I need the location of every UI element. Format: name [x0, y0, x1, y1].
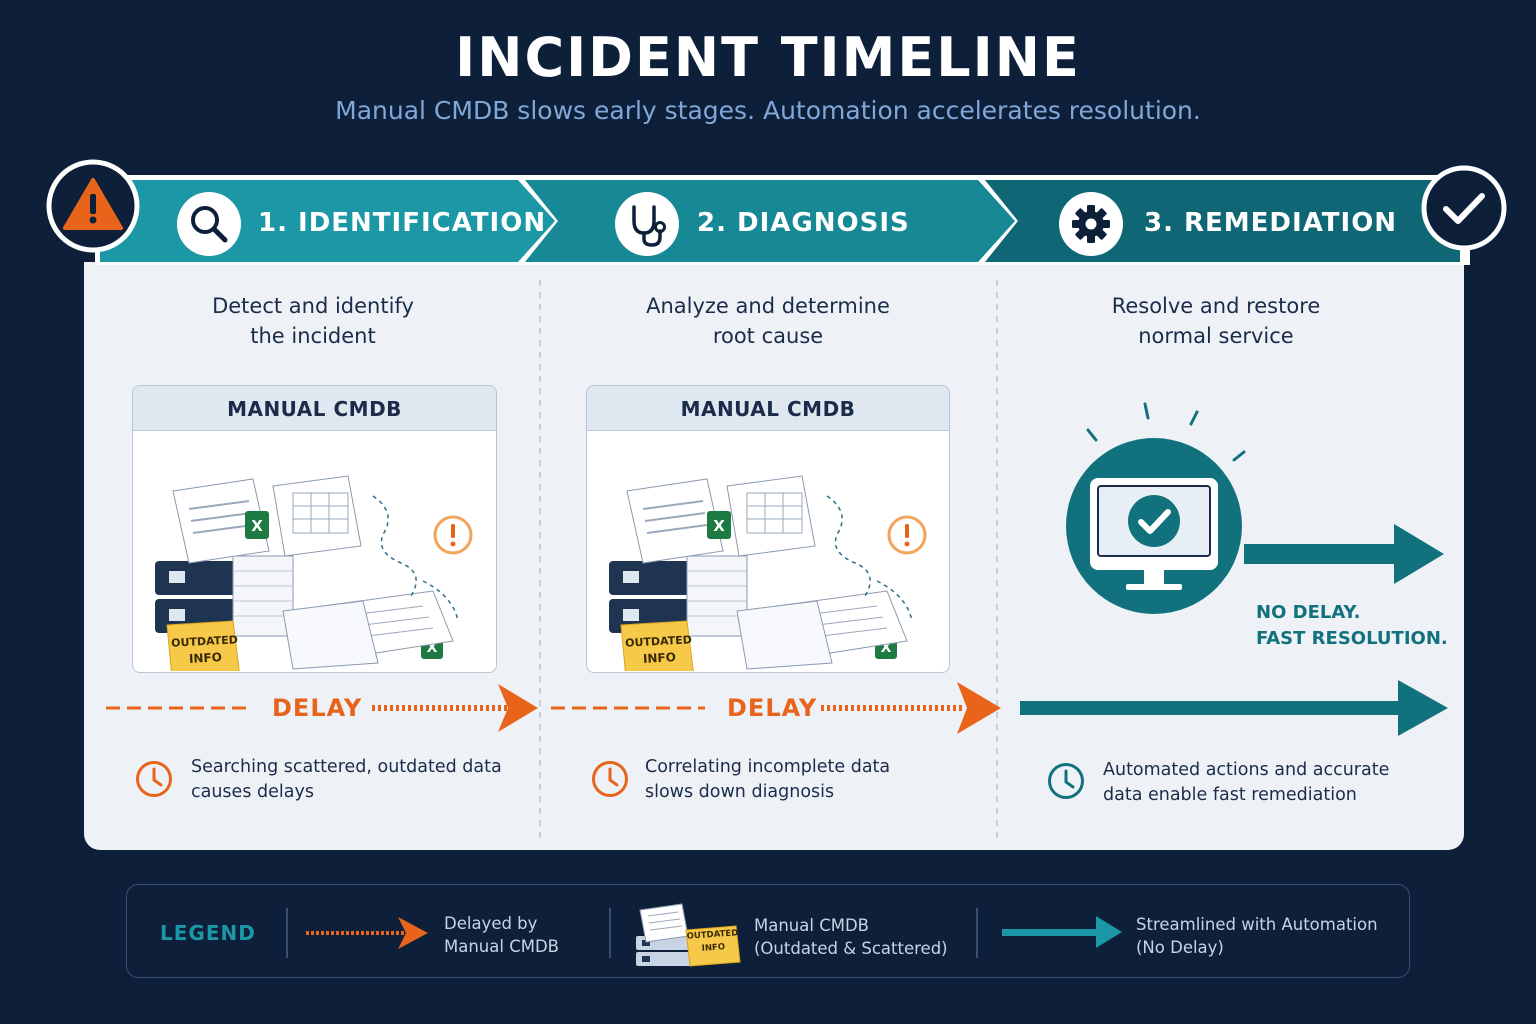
- stage3-fast-arrow: [1244, 524, 1444, 584]
- stage1-note-line1: Searching scattered, outdated data: [191, 757, 502, 777]
- stage2-cmdb-label: MANUAL CMDB: [587, 386, 949, 431]
- legend-item-delayed: Delayed by Manual CMDB: [444, 912, 559, 958]
- stage3-icon-circle: [1058, 191, 1124, 257]
- page-subtitle: Manual CMDB slows early stages. Automati…: [335, 96, 1201, 125]
- stage1-description-line2: the incident: [250, 324, 376, 348]
- stage3-note-line1: Automated actions and accurate: [1103, 760, 1390, 780]
- divider-1: [539, 280, 541, 840]
- stage2-note-line1: Correlating incomplete data: [645, 757, 891, 777]
- legend-divider-1: [286, 908, 288, 958]
- magnifier-icon: [177, 192, 241, 256]
- legend-item-manual-line2: (Outdated & Scattered): [754, 939, 948, 958]
- stage3-note: Automated actions and accurate data enab…: [1103, 758, 1389, 808]
- legend-item-automation-line2: (No Delay): [1136, 938, 1224, 957]
- page-title: INCIDENT TIMELINE: [455, 26, 1081, 89]
- stage1-sticky-note: OUTDATED INFO: [166, 631, 244, 669]
- divider-2: [996, 280, 998, 840]
- stage2-cmdb-box: MANUAL CMDB X X OUT: [586, 385, 950, 673]
- legend-item-delayed-line1: Delayed by: [444, 914, 538, 933]
- stage3-note-line2: data enable fast remediation: [1103, 785, 1357, 805]
- stage2-icon-circle: [614, 191, 680, 257]
- clock-icon: [592, 761, 628, 797]
- document-stack-icon: [636, 903, 741, 967]
- stage1-delay-label: DELAY: [272, 694, 363, 722]
- fast-resolution-line1: NO DELAY.: [1256, 602, 1361, 623]
- stage2-note: Correlating incomplete data slows down d…: [645, 755, 890, 805]
- svg-text:X: X: [251, 517, 263, 535]
- fast-resolution-line2: FAST RESOLUTION.: [1256, 628, 1448, 649]
- stage1-note-line2: causes delays: [191, 782, 314, 802]
- stage2-delay-label: DELAY: [727, 694, 818, 722]
- document-pile-icon: X X: [155, 475, 473, 672]
- stage2-description-line2: root cause: [712, 324, 824, 348]
- stage2-sticky-note: OUTDATED INFO: [620, 631, 698, 669]
- stage3-automation-arrow: [1020, 680, 1448, 736]
- stethoscope-icon: [615, 192, 679, 256]
- stage3-description-line1: Resolve and restore: [1111, 294, 1321, 318]
- legend-item-manual: Manual CMDB (Outdated & Scattered): [754, 914, 948, 960]
- svg-text:X: X: [713, 517, 725, 535]
- monitor-check-illustration: [1066, 402, 1246, 614]
- stage2-description-line1: Analyze and determine: [646, 294, 890, 318]
- stage1-cmdb-label: MANUAL CMDB: [133, 386, 496, 431]
- svg-text:X: X: [427, 640, 438, 656]
- orange-dashed-arrow-icon: [306, 917, 428, 949]
- start-warning-badge: [45, 158, 141, 254]
- stage2-title: 2. DIAGNOSIS: [697, 208, 910, 238]
- stage1-description: Detect and identify the incident: [130, 291, 496, 351]
- checkmark-icon: [1421, 165, 1507, 251]
- legend-divider-3: [976, 908, 978, 958]
- stage3-description: Resolve and restore normal service: [1036, 291, 1396, 351]
- stage3-description-line2: normal service: [1138, 324, 1294, 348]
- svg-text:X: X: [881, 640, 892, 656]
- stage2-note-line2: slows down diagnosis: [645, 782, 835, 802]
- fast-resolution-text: NO DELAY. FAST RESOLUTION.: [1256, 600, 1448, 652]
- stage1-note: Searching scattered, outdated data cause…: [191, 755, 502, 805]
- warning-icon: [46, 159, 140, 253]
- legend-sticky-note: OUTDATED INFO: [683, 927, 743, 957]
- clock-icon: [1048, 763, 1084, 799]
- document-pile-icon: X X: [609, 475, 927, 672]
- legend-item-automation-line1: Streamlined with Automation: [1136, 915, 1378, 934]
- end-check-badge: [1420, 164, 1508, 252]
- legend-title: LEGEND: [160, 921, 256, 945]
- legend-divider-2: [609, 908, 611, 958]
- stage2-delay-arrow: [551, 682, 1001, 734]
- clock-icon: [136, 761, 172, 797]
- stage1-cmdb-box: MANUAL CMDB X X: [132, 385, 497, 673]
- stage2-description: Analyze and determine root cause: [586, 291, 950, 351]
- gear-icon: [1059, 192, 1123, 256]
- stage1-delay-arrow: [106, 684, 538, 732]
- stage3-title: 3. REMEDIATION: [1144, 208, 1398, 238]
- teal-arrow-icon: [1002, 916, 1122, 948]
- legend-item-automation: Streamlined with Automation (No Delay): [1136, 913, 1378, 959]
- stage1-description-line1: Detect and identify: [212, 294, 414, 318]
- stage1-title: 1. IDENTIFICATION: [258, 208, 547, 238]
- legend-item-manual-line1: Manual CMDB: [754, 916, 869, 935]
- stage1-icon-circle: [176, 191, 242, 257]
- legend-item-delayed-line2: Manual CMDB: [444, 937, 559, 956]
- legend-box: [126, 884, 1410, 978]
